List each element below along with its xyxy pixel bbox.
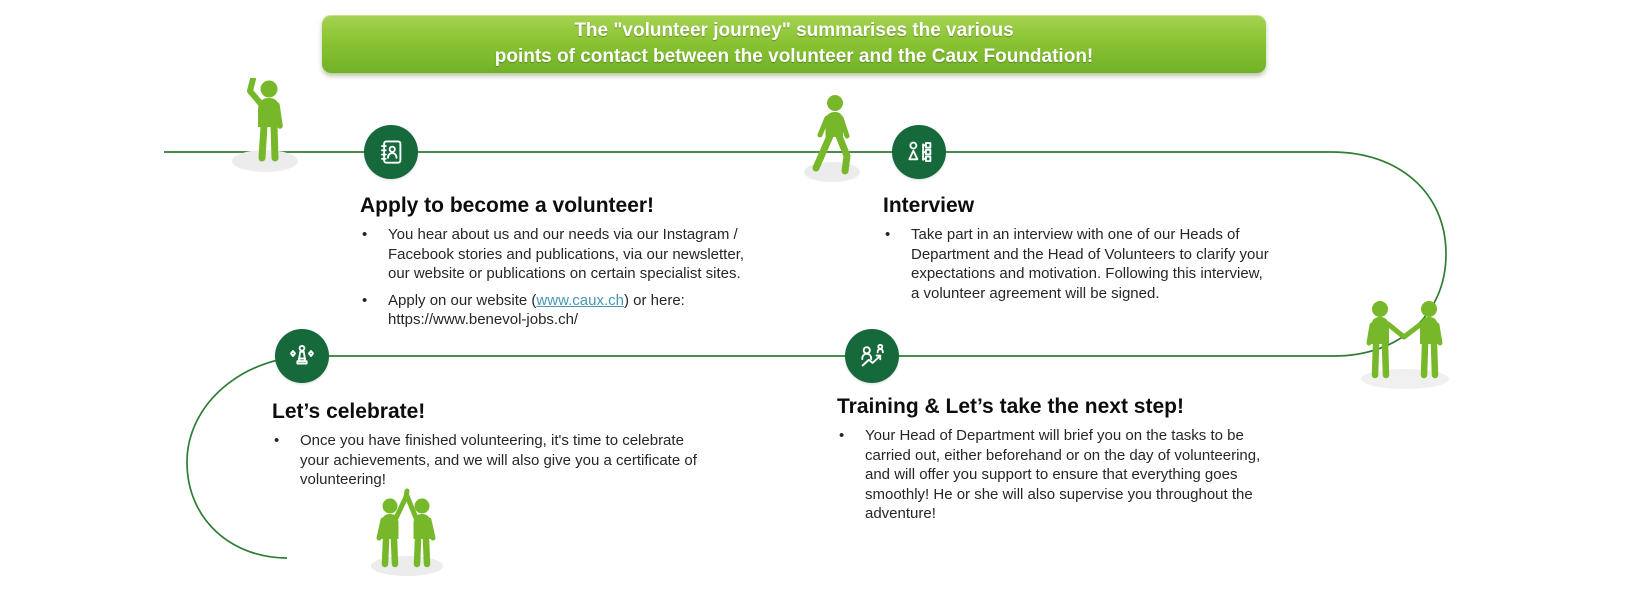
caux-website-link[interactable]: www.caux.ch: [536, 291, 624, 309]
bullet-marker: •: [362, 226, 368, 243]
bullet-marker: •: [885, 226, 891, 243]
step-title-apply: Apply to become a volunteer!: [360, 194, 655, 217]
address-book-icon: [381, 140, 402, 164]
step-circle-apply: [364, 125, 418, 179]
bullet-marker: •: [274, 432, 280, 449]
step-block-apply: Apply to become a volunteer! • You hear …: [360, 194, 766, 337]
bullet-item: • Take part in an interview with one of …: [883, 225, 1275, 303]
banner-line-2: points of contact between the volunteer …: [494, 46, 1094, 67]
person-walking-figure: [804, 95, 860, 182]
step-circle-celebrate: [275, 329, 329, 383]
step-block-training: Training & Let’s take the next step! • Y…: [837, 395, 1277, 531]
step-circle-interview: [892, 125, 946, 179]
bullet-marker: •: [362, 291, 368, 309]
award-trophy-icon: [290, 344, 314, 365]
two-people-handshake-figure: [1361, 301, 1449, 389]
bullet-item: • Once you have finished volunteering, i…: [272, 431, 704, 490]
figure-shadow: [371, 556, 443, 576]
figure-shadow: [804, 162, 860, 182]
bullet-text: Your Head of Department will brief you o…: [865, 427, 1261, 522]
bullet-marker: •: [839, 427, 845, 444]
step-block-interview: Interview • Take part in an interview wi…: [883, 194, 1275, 310]
person-raising-hand-figure: [232, 78, 298, 172]
figure-shadow: [232, 150, 298, 172]
person-org-chart-icon: [908, 141, 932, 162]
bullet-text-suffix: ) or here:: [623, 291, 685, 309]
bullet-text-prefix: Apply on our website (: [388, 291, 537, 309]
banner: The "volunteer journey" summarises the v…: [322, 15, 1266, 73]
bullet-text: You hear about us and our needs via our …: [388, 226, 745, 282]
bullet-item: • Your Head of Department will brief you…: [837, 426, 1277, 524]
bullet-item: • You hear about us and our needs via ou…: [360, 225, 766, 284]
step-title-training: Training & Let’s take the next step!: [837, 395, 1184, 418]
bullet-text: Take part in an interview with one of ou…: [911, 226, 1269, 302]
banner-line-1: The "volunteer journey" summarises the v…: [574, 20, 1014, 41]
person-growth-arrow-icon: [861, 343, 884, 367]
bullet-text: Apply on our website (www.caux.ch) or he…: [388, 291, 766, 330]
two-people-high-five-figure: [371, 488, 443, 576]
bullet-item: • Apply on our website (www.caux.ch) or …: [360, 291, 766, 330]
bullet-text: Once you have finished volunteering, it'…: [300, 432, 697, 488]
step-circle-training: [845, 329, 899, 383]
benevol-url-text: https://www.benevol-jobs.ch/: [388, 311, 579, 328]
step-block-celebrate: Let’s celebrate! • Once you have finishe…: [272, 400, 704, 497]
step-title-celebrate: Let’s celebrate!: [272, 400, 426, 423]
step-title-interview: Interview: [883, 194, 975, 217]
